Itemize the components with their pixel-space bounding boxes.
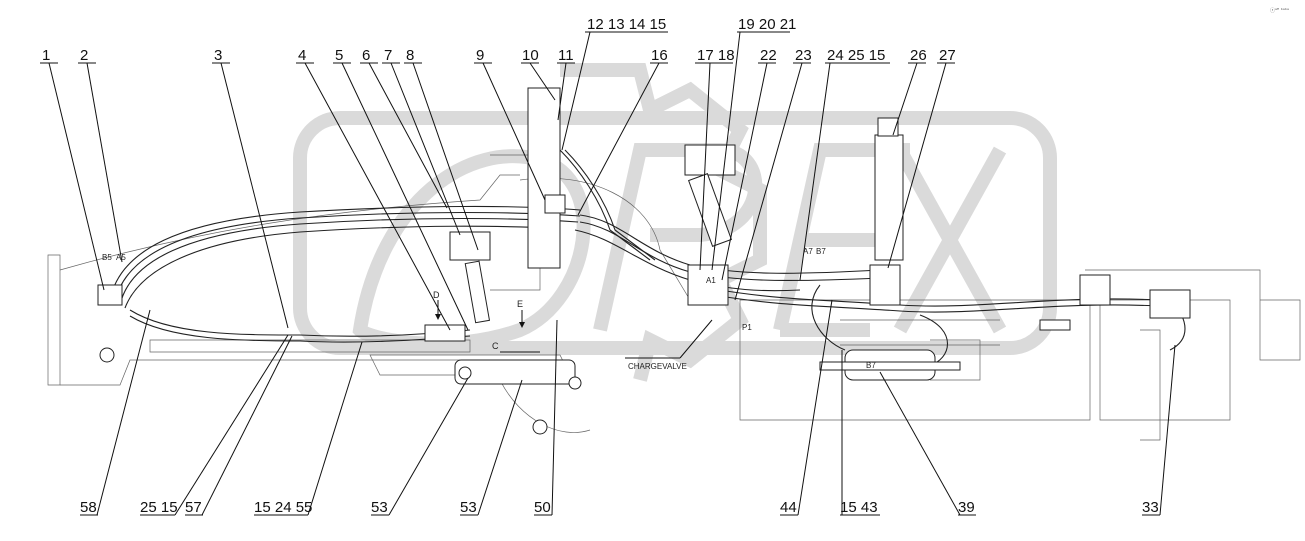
bottom-callouts: 58 25 15 57 15 24 55 53 53 50 44 15 43 3… (80, 499, 1159, 516)
callout-9: 9 (476, 47, 484, 64)
callout-15-24-55: 15 24 55 (254, 499, 312, 516)
charge-valve-label: CHARGEVALVE (628, 362, 687, 371)
port-label-b5: B5 (102, 253, 112, 262)
view-label-d: D (433, 290, 440, 300)
callout-22: 22 (760, 47, 777, 64)
view-label-e: E (517, 299, 523, 309)
valve-block (687, 264, 729, 306)
callout-27: 27 (939, 47, 956, 64)
callout-12-15: 12 13 14 15 (587, 16, 666, 33)
top-leaders (40, 31, 955, 331)
callout-58: 58 (80, 499, 97, 516)
port-label-a5: A5 (116, 253, 126, 262)
callout-16: 16 (651, 47, 668, 64)
tractor-outline (47, 154, 1301, 441)
view-markers (435, 300, 713, 359)
callout-3: 3 (214, 47, 222, 64)
port-label-a7: A7 (803, 247, 813, 256)
callout-15-43: 15 43 (840, 499, 878, 516)
callout-53a: 53 (371, 499, 388, 516)
callout-11: 11 (558, 47, 574, 64)
bottom-leaders (80, 299, 1176, 516)
port-label-p1: P1 (742, 323, 752, 332)
callout-24-25-15: 24 25 15 (827, 47, 885, 64)
callout-8: 8 (406, 47, 414, 64)
callout-53b: 53 (460, 499, 477, 516)
port-label-b7-bottom: B7 (866, 361, 876, 370)
callout-10: 10 (522, 47, 539, 64)
callout-7: 7 (384, 47, 392, 64)
callout-5: 5 (335, 47, 343, 64)
callout-39: 39 (958, 499, 975, 516)
main-cylinder (527, 87, 561, 269)
callout-17-18: 17 18 (697, 47, 735, 64)
callout-33: 33 (1142, 499, 1159, 516)
callout-4: 4 (298, 47, 306, 64)
callout-57: 57 (185, 499, 202, 516)
components (97, 87, 1191, 435)
port-label-b7-top: B7 (816, 247, 826, 256)
view-label-c: C (492, 341, 499, 351)
small-labels: D E C B5 A5 A7 B7 A1 P1 B7 CHARGEVALVE ⓡ… (102, 7, 1289, 371)
callout-25-15: 25 15 (140, 499, 178, 516)
callout-1: 1 (42, 47, 50, 64)
callout-23: 23 (795, 47, 812, 64)
callout-2: 2 (80, 47, 88, 64)
callout-6: 6 (362, 47, 370, 64)
accumulator (874, 134, 904, 261)
corner-mark: ⓡᵃᴿ ᵇᵃᵇᵃ (1270, 7, 1289, 14)
callout-26: 26 (910, 47, 927, 64)
callout-19-21: 19 20 21 (738, 16, 796, 33)
top-callouts: 1 2 3 4 5 6 7 8 9 10 11 12 13 14 15 16 1… (42, 16, 956, 64)
callout-50: 50 (534, 499, 551, 516)
port-label-a1: A1 (706, 276, 716, 285)
callout-44: 44 (780, 499, 797, 516)
